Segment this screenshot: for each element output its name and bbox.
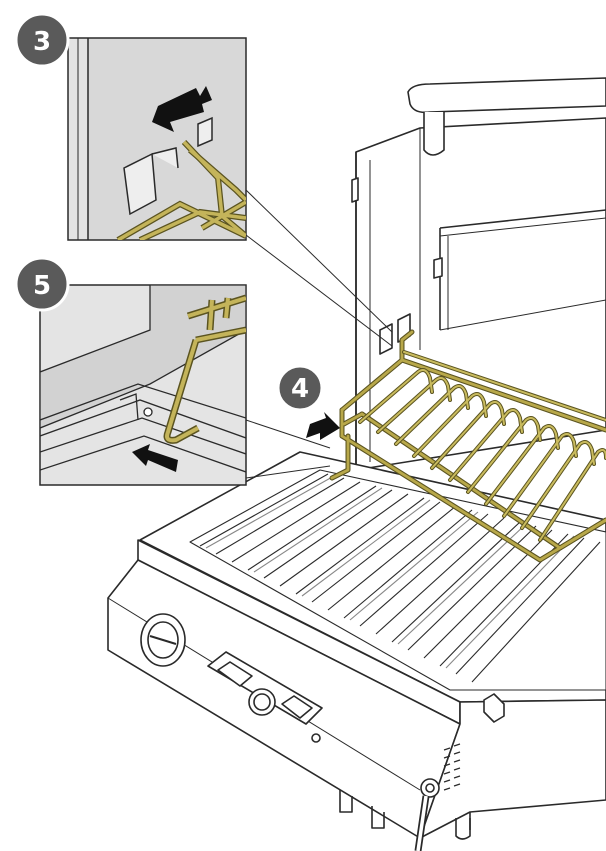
grill-grates bbox=[189, 469, 606, 691]
arrow-step-4 bbox=[306, 412, 340, 440]
step-number-4: 4 bbox=[291, 374, 309, 404]
step-number-3: 3 bbox=[33, 27, 51, 57]
step-badge-5: 5 bbox=[14, 256, 70, 312]
grill-unit bbox=[107, 77, 606, 851]
inset-step-5: 5 bbox=[14, 256, 247, 486]
hood-handle bbox=[407, 77, 606, 156]
warming-rack bbox=[329, 329, 606, 563]
callout-lines bbox=[245, 189, 393, 479]
step-badge-4: 4 bbox=[276, 364, 324, 412]
step-badge-3: 3 bbox=[14, 12, 70, 68]
power-cord bbox=[414, 778, 440, 851]
inset-step-3: 3 bbox=[14, 12, 247, 241]
control-panel bbox=[140, 613, 323, 743]
side-vents bbox=[443, 743, 461, 791]
step-number-5: 5 bbox=[33, 271, 51, 301]
switch-icon bbox=[311, 733, 321, 743]
